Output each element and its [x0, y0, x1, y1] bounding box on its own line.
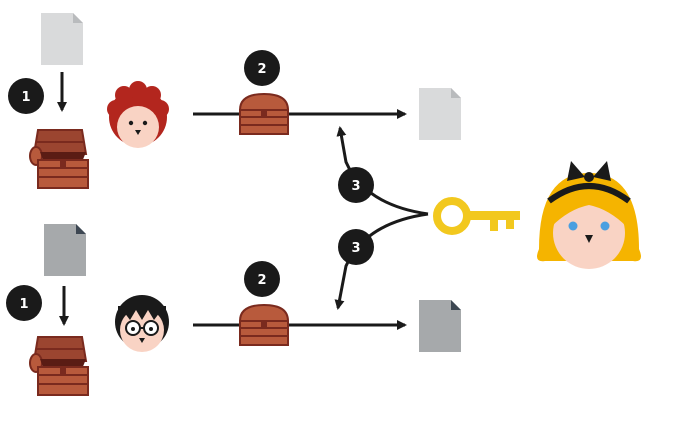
step-badge-3-lower: 3 [338, 229, 374, 265]
step-badge-label: 1 [19, 297, 28, 312]
treasure-chest-icon [29, 336, 89, 396]
treasure-chest-icon [239, 93, 289, 135]
document-icon [41, 13, 83, 65]
person-avatar [537, 161, 641, 269]
step-badge-1-top: 1 [8, 78, 44, 114]
step-badge-2-bottom: 2 [244, 261, 280, 297]
document-icon [419, 300, 461, 352]
step-badge-3-upper: 3 [338, 167, 374, 203]
step-badge-label: 3 [351, 241, 360, 256]
step-badge-label: 1 [21, 90, 30, 105]
person-avatar [115, 295, 169, 352]
arrow-unlock-top [336, 126, 429, 216]
arrow-unlock-bottom [334, 212, 429, 310]
document-icon [44, 224, 86, 276]
step-badge-label: 2 [257, 273, 266, 288]
document-icon [419, 88, 461, 140]
person-avatar [107, 81, 169, 148]
key-icon [433, 197, 520, 235]
treasure-chest-icon [239, 304, 289, 346]
step-badge-label: 3 [351, 179, 360, 194]
step-badge-1-bottom: 1 [6, 285, 42, 321]
step-badge-label: 2 [257, 62, 266, 77]
treasure-chest-icon [29, 129, 89, 189]
step-badge-2-top: 2 [244, 50, 280, 86]
